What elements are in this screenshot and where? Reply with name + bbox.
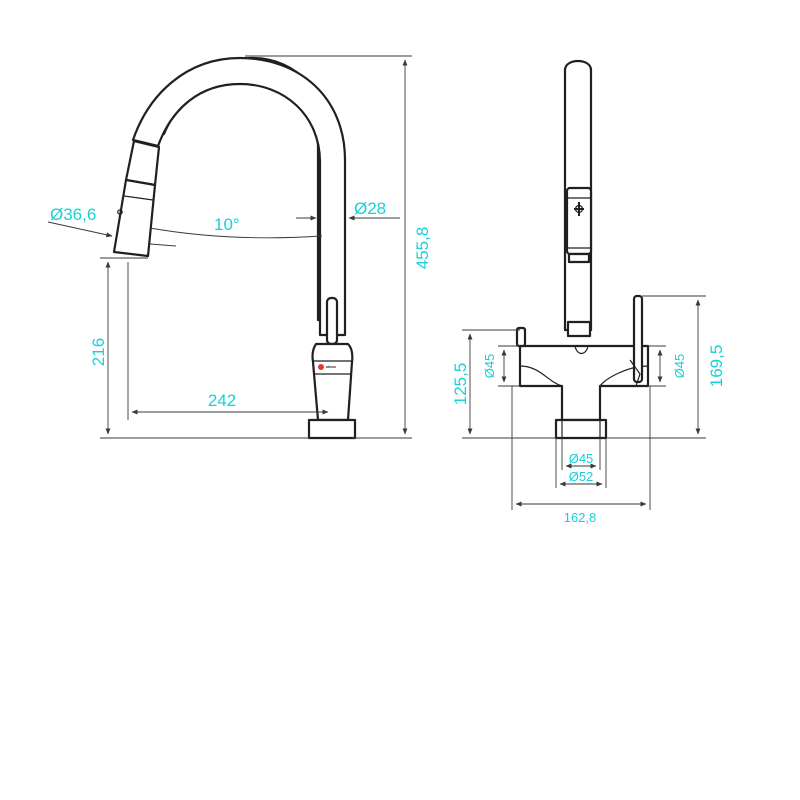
side-base-plate bbox=[307, 418, 357, 440]
side-spout-body bbox=[131, 56, 347, 337]
dim-reach: 242 bbox=[208, 391, 236, 410]
logo-badge-icon bbox=[318, 364, 324, 370]
dim-spray-height: 216 bbox=[89, 338, 108, 366]
dim-right-handle-diameter: Ø45 bbox=[672, 354, 687, 379]
side-view: alveus 455,8 216 242 Ø28 10° Ø36,6 bbox=[47, 55, 432, 440]
side-handle-lever bbox=[325, 296, 339, 346]
front-right-handle bbox=[632, 294, 644, 384]
dim-spray-diameter: Ø36,6 bbox=[50, 205, 96, 224]
side-spray-head bbox=[112, 178, 157, 258]
front-left-handle bbox=[515, 326, 527, 348]
front-base-plate bbox=[554, 418, 608, 440]
front-view: 125,5 Ø45 Ø45 169,5 Ø45 Ø52 162,8 bbox=[451, 59, 726, 525]
dim-base-inner-diameter: Ø45 bbox=[569, 451, 594, 466]
dim-total-height: 455,8 bbox=[413, 227, 432, 270]
dim-overall-width: 162,8 bbox=[564, 510, 597, 525]
dim-spout-diameter: Ø28 bbox=[354, 199, 386, 218]
dim-left-handle-diameter: Ø45 bbox=[482, 354, 497, 379]
logo-text: alveus bbox=[326, 365, 336, 369]
front-body bbox=[518, 344, 650, 422]
dim-handle-height: 169,5 bbox=[707, 345, 726, 388]
side-spray-collar bbox=[124, 139, 161, 187]
dim-body-height: 125,5 bbox=[451, 363, 470, 406]
side-body bbox=[311, 342, 354, 422]
dim-angle: 10° bbox=[214, 215, 240, 234]
dim-base-outer-diameter: Ø52 bbox=[569, 469, 594, 484]
